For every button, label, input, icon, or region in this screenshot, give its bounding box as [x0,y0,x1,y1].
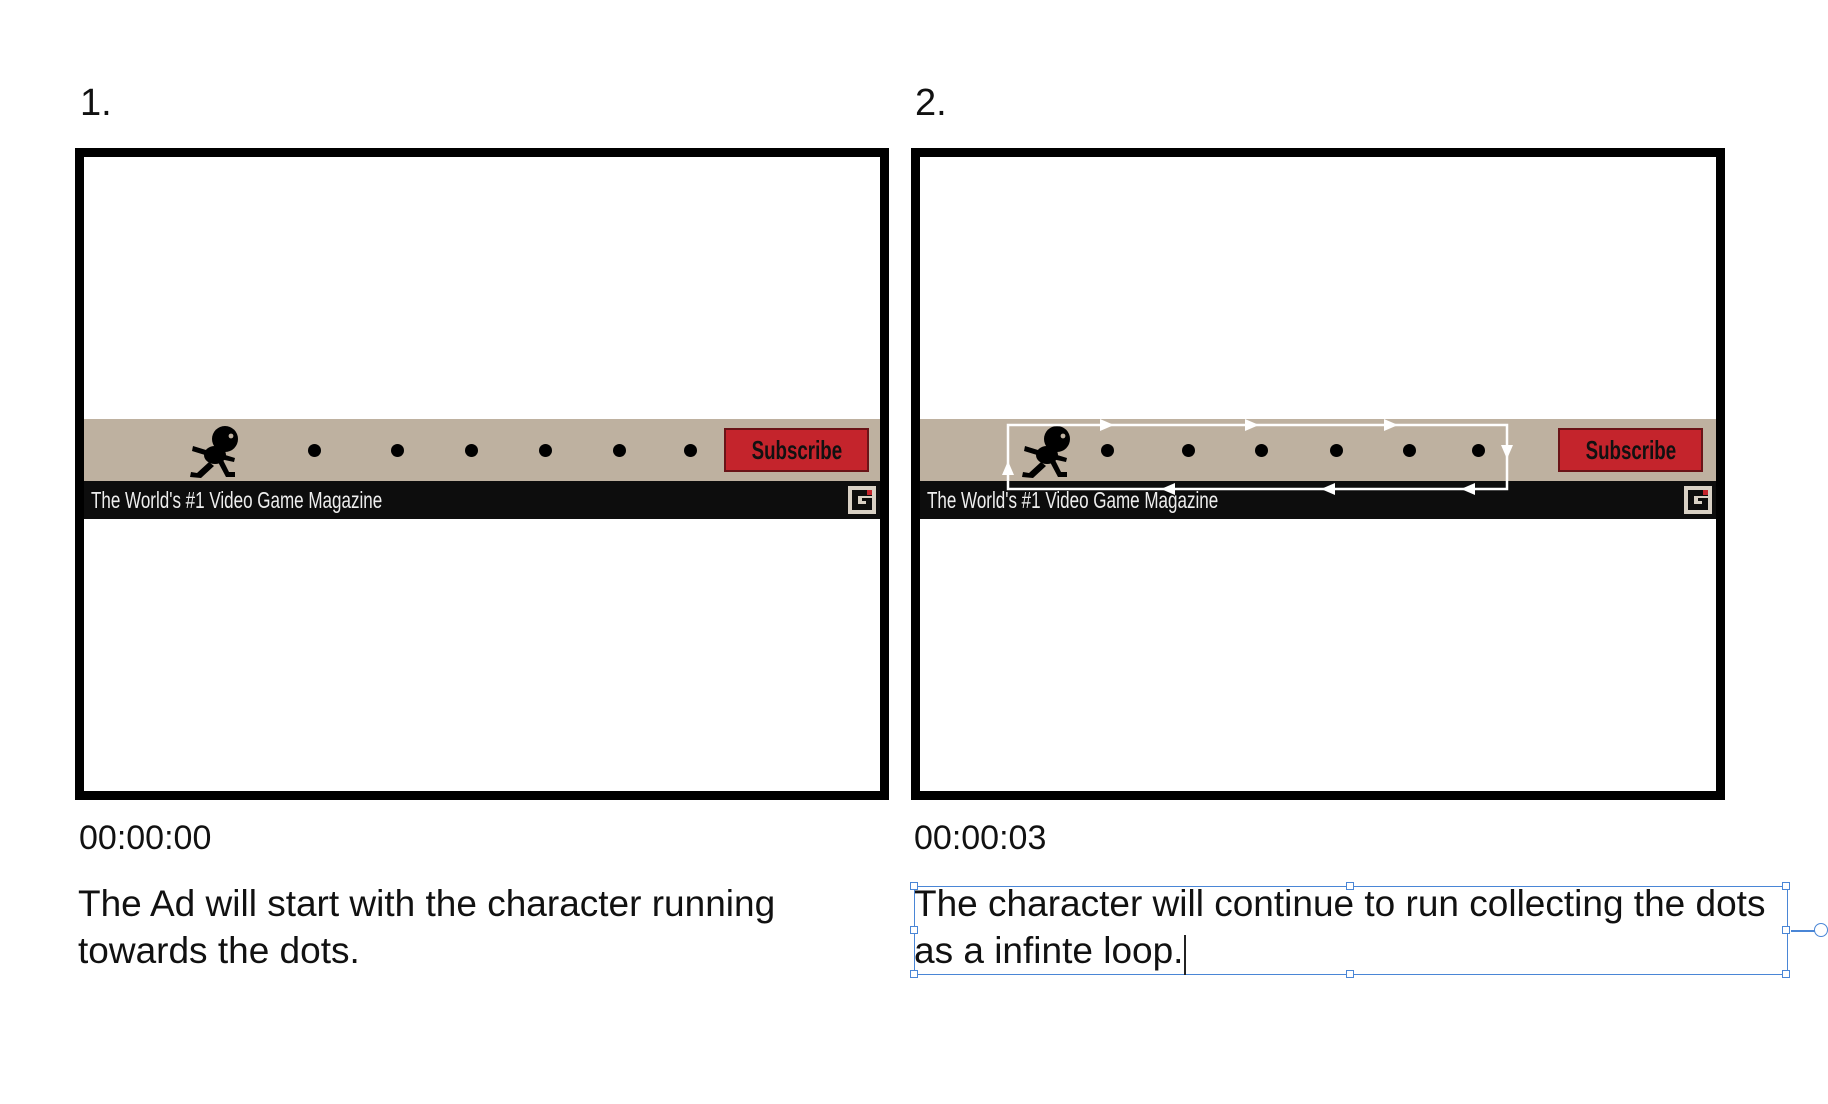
banner-bottom-strip: The World's #1 Video Game Magazine [920,481,1716,519]
banner-bottom-strip: The World's #1 Video Game Magazine [84,481,880,519]
caption-line: as a infinte loop. [914,930,1184,971]
collectible-dot [613,444,626,457]
resize-handle-middle-right[interactable] [1782,926,1790,934]
collectible-dot [1182,444,1195,457]
collectible-dot [684,444,697,457]
collectible-dot [1472,444,1485,457]
panel-2-timestamp: 00:00:03 [914,819,1047,857]
subscribe-button[interactable]: Subscribe [724,428,869,472]
running-character-icon [190,426,238,478]
resize-handle-bottom-right[interactable] [1782,970,1790,978]
collectible-dot [539,444,552,457]
text-thread-out-port[interactable] [1814,923,1828,937]
resize-handle-top-right[interactable] [1782,882,1790,890]
resize-handle-top-left[interactable] [910,882,918,890]
resize-handle-bottom-left[interactable] [910,970,918,978]
panel-1-caption[interactable]: The Ad will start with the character run… [78,880,958,974]
text-insertion-cursor [1184,935,1186,975]
collectible-dot [1330,444,1343,457]
collectible-dot [1101,444,1114,457]
panel-1-timestamp: 00:00:00 [79,819,212,857]
running-character-icon [1022,426,1070,478]
text-thread-connector [1791,930,1817,932]
collectible-dot [1255,444,1268,457]
caption-line: The character will continue to run colle… [914,883,1766,924]
loop-path-arrow-icon [1002,419,1513,495]
panel-2-number: 2. [915,82,947,124]
collectible-dot [465,444,478,457]
caption-line: The Ad will start with the character run… [78,883,776,924]
panel-2-caption[interactable]: The character will continue to run colle… [914,880,1794,974]
caption-line: towards the dots. [78,930,360,971]
panel-1-number: 1. [80,82,112,124]
resize-handle-bottom-center[interactable] [1346,970,1354,978]
resize-handle-middle-left[interactable] [910,926,918,934]
panel-1-frame: Subscribe The World's #1 Video Game Maga… [75,148,889,800]
collectible-dot [1403,444,1416,457]
magazine-g-logo-icon [848,486,876,514]
subscribe-button-label: Subscribe [1585,435,1676,465]
resize-handle-top-center[interactable] [1346,882,1354,890]
banner-tagline: The World's #1 Video Game Magazine [91,487,383,513]
panel-2-banner-ad: Subscribe The World's #1 Video Game Maga… [920,419,1716,519]
panel-2-frame: Subscribe The World's #1 Video Game Maga… [911,148,1725,800]
subscribe-button[interactable]: Subscribe [1558,428,1703,472]
collectible-dot [308,444,321,457]
collectible-dot [391,444,404,457]
subscribe-button-label: Subscribe [751,435,842,465]
magazine-g-logo-icon [1684,486,1712,514]
panel-1-banner-ad: Subscribe The World's #1 Video Game Maga… [84,419,880,519]
